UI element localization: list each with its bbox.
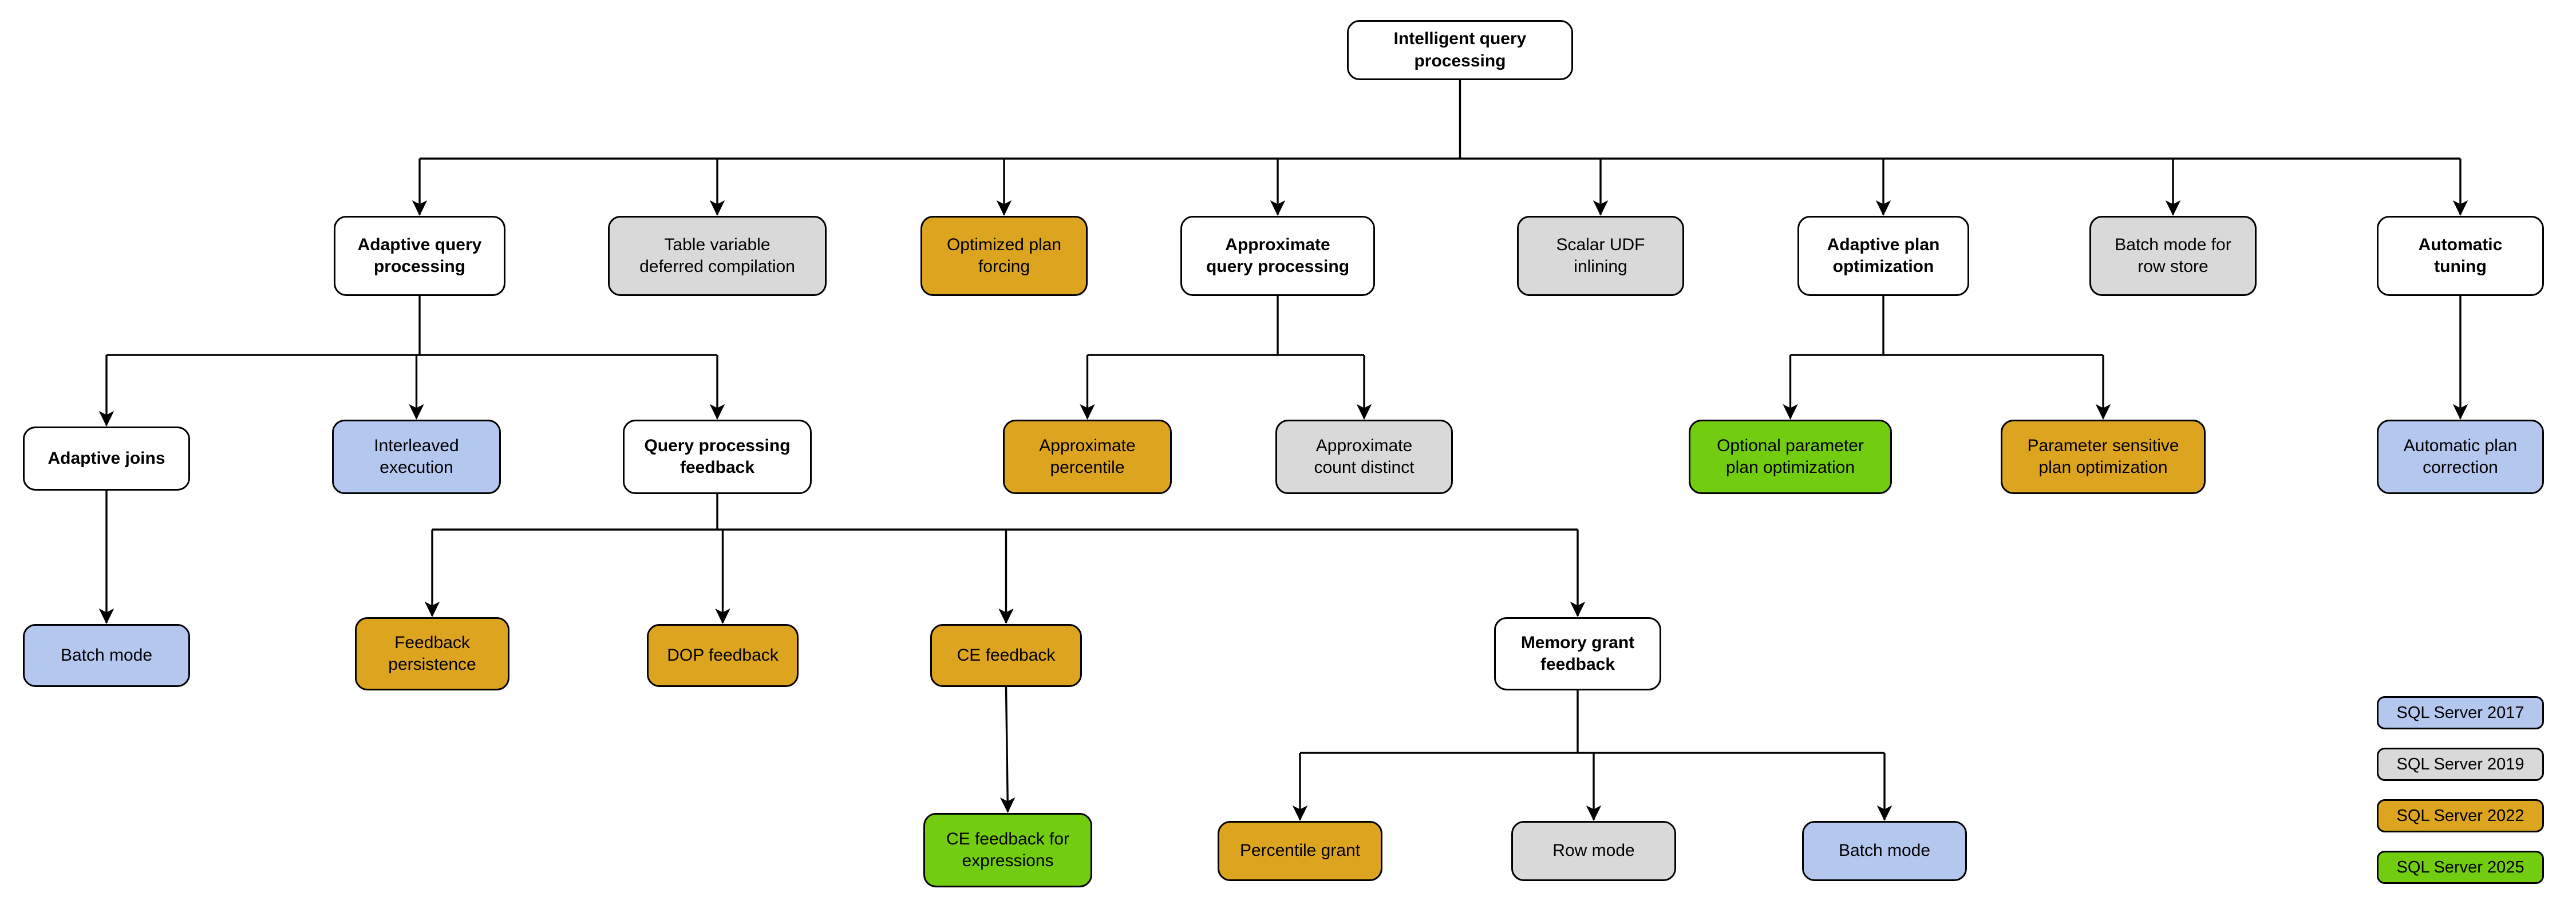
node-apo[interactable]: Adaptive plan optimization bbox=[1797, 216, 1969, 296]
node-autotune[interactable]: Automatic tuning bbox=[2377, 216, 2544, 296]
node-pspo[interactable]: Parameter sensitive plan optimization bbox=[2001, 420, 2206, 494]
node-oppo[interactable]: Optional parameter plan optimization bbox=[1689, 420, 1892, 494]
node-udf[interactable]: Scalar UDF inlining bbox=[1517, 216, 1684, 296]
node-cefb[interactable]: CE feedback bbox=[930, 624, 1082, 687]
legend-item-sql-server-2025: SQL Server 2025 bbox=[2377, 851, 2544, 884]
node-rowmode[interactable]: Row mode bbox=[1511, 821, 1676, 881]
legend-item-sql-server-2019: SQL Server 2019 bbox=[2377, 748, 2544, 781]
node-mgf[interactable]: Memory grant feedback bbox=[1494, 617, 1661, 690]
node-interleaved[interactable]: Interleaved execution bbox=[332, 420, 501, 494]
node-dopfb[interactable]: DOP feedback bbox=[647, 624, 799, 687]
node-qpf[interactable]: Query processing feedback bbox=[623, 420, 812, 494]
legend-item-sql-server-2017: SQL Server 2017 bbox=[2377, 696, 2544, 729]
node-tvdc[interactable]: Table variable deferred compilation bbox=[608, 216, 827, 296]
node-cefbexpr[interactable]: CE feedback for expressions bbox=[923, 813, 1092, 887]
node-apq[interactable]: Approximate query processing bbox=[1180, 216, 1375, 296]
node-opf[interactable]: Optimized plan forcing bbox=[920, 216, 1088, 296]
node-pctgrant[interactable]: Percentile grant bbox=[1218, 821, 1382, 881]
node-fbpersist[interactable]: Feedback persistence bbox=[355, 617, 509, 690]
node-bmrs[interactable]: Batch mode for row store bbox=[2089, 216, 2257, 296]
node-approxpct[interactable]: Approximate percentile bbox=[1003, 420, 1172, 494]
node-batchmode2[interactable]: Batch mode bbox=[1802, 821, 1967, 881]
node-adaptivejoins[interactable]: Adaptive joins bbox=[23, 427, 190, 491]
node-aqp[interactable]: Adaptive query processing bbox=[334, 216, 505, 296]
node-apc[interactable]: Automatic plan correction bbox=[2377, 420, 2544, 494]
legend-item-sql-server-2022: SQL Server 2022 bbox=[2377, 799, 2544, 832]
node-approxcnt[interactable]: Approximate count distinct bbox=[1275, 420, 1453, 494]
node-batchmode1[interactable]: Batch mode bbox=[23, 624, 190, 687]
node-root[interactable]: Intelligent query processing bbox=[1347, 20, 1573, 80]
